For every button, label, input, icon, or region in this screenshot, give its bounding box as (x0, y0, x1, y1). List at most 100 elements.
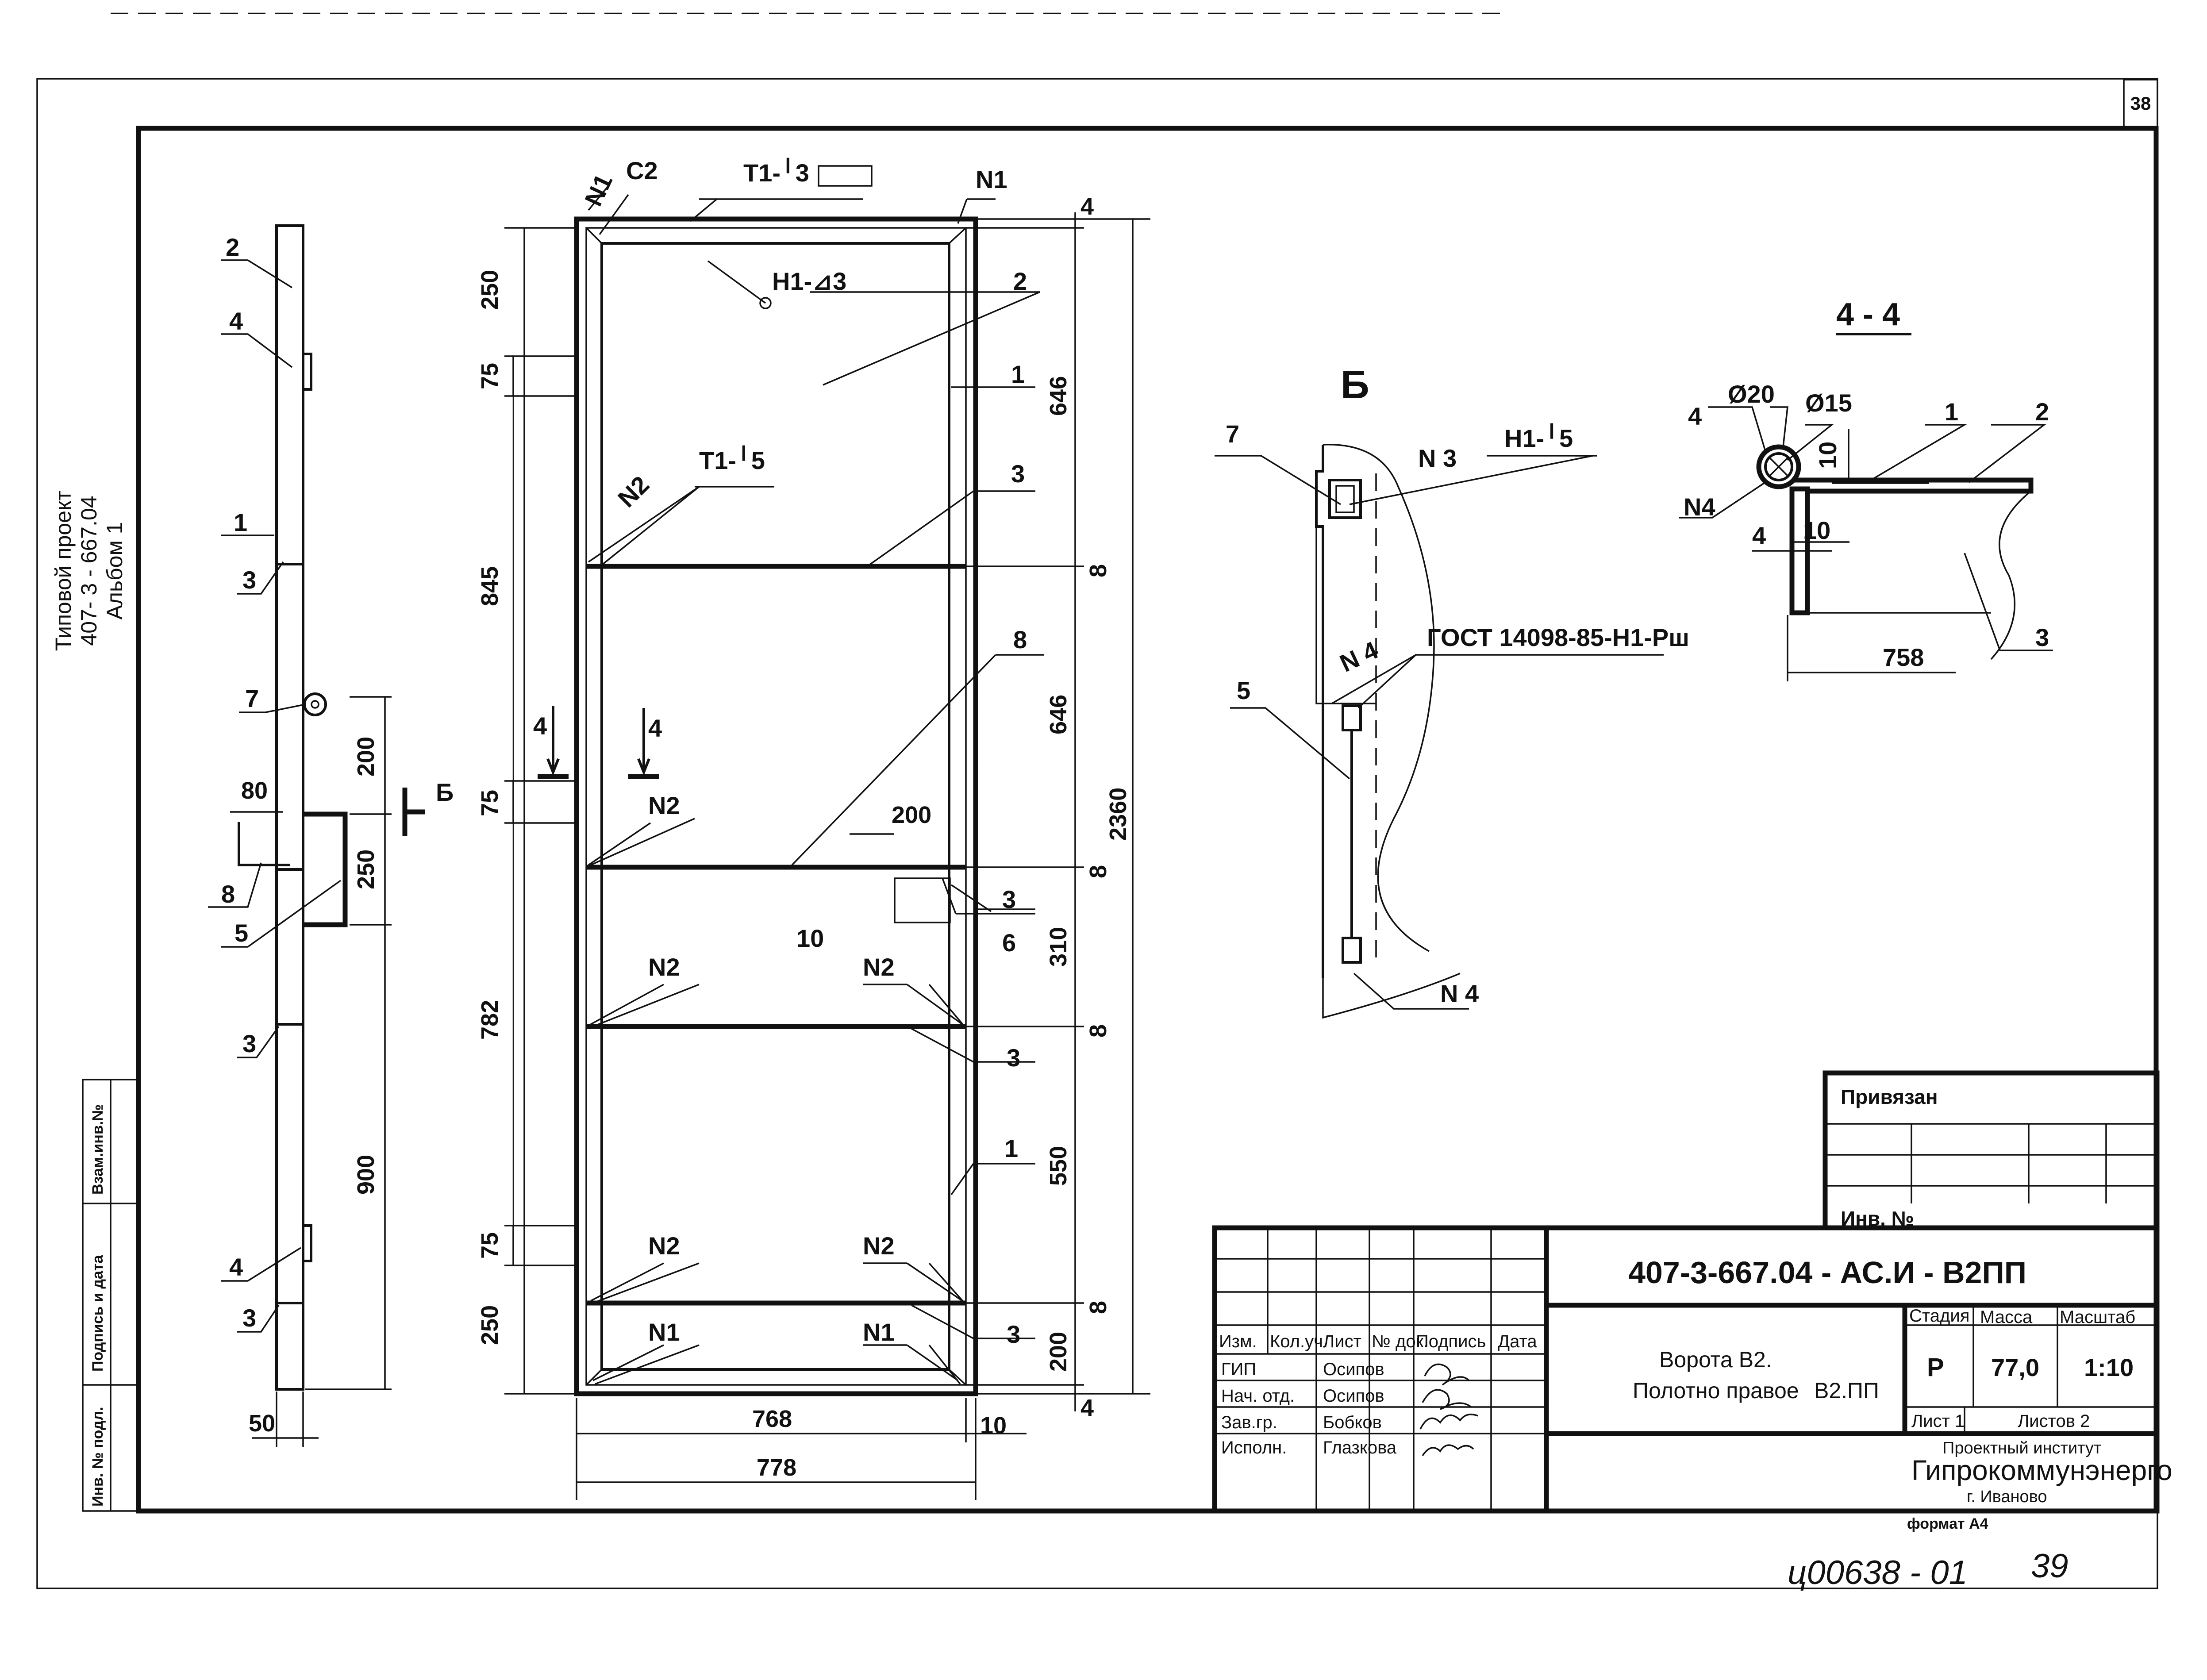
svg-text:8: 8 (1085, 1024, 1111, 1038)
svg-text:3: 3 (1007, 1044, 1020, 1072)
svg-text:50: 50 (249, 1410, 275, 1437)
svg-text:8: 8 (1085, 1301, 1111, 1314)
svg-text:646: 646 (1045, 376, 1072, 416)
svg-text:8: 8 (1085, 865, 1111, 878)
svg-text:4: 4 (229, 1253, 243, 1281)
svg-text:768: 768 (752, 1406, 792, 1432)
page-number: 38 (2130, 93, 2151, 114)
svg-text:H1-╵5: H1-╵5 (1504, 423, 1573, 452)
svg-text:1: 1 (1011, 360, 1025, 388)
svg-text:4: 4 (1080, 193, 1094, 220)
svg-text:1: 1 (234, 508, 247, 536)
format-label: формат А4 (1907, 1515, 1988, 1532)
svg-text:N1: N1 (863, 1318, 895, 1346)
svg-text:N2: N2 (648, 1232, 680, 1260)
svg-text:T1-╵5: T1-╵5 (699, 445, 765, 474)
svg-text:77,0: 77,0 (1991, 1353, 2039, 1381)
svg-text:2: 2 (1013, 267, 1027, 295)
svg-text:N2: N2 (863, 1232, 895, 1260)
svg-text:Бобков: Бобков (1323, 1413, 1382, 1432)
side-caption: Типовой проект 407- 3 - 667.04 Альбом 1 (51, 491, 127, 651)
svg-text:Масса: Масса (1980, 1307, 2033, 1327)
svg-text:ГИП: ГИП (1221, 1360, 1256, 1379)
svg-text:Масштаб: Масштаб (2060, 1307, 2135, 1327)
svg-text:8: 8 (1085, 564, 1111, 577)
svg-text:Взам.инв.№: Взам.инв.№ (89, 1104, 106, 1195)
svg-text:Проектный институт: Проектный институт (1942, 1439, 2101, 1457)
svg-text:N 3: N 3 (1418, 444, 1457, 472)
svg-text:N2: N2 (863, 953, 895, 981)
svg-text:Ø20: Ø20 (1728, 380, 1775, 408)
svg-text:900: 900 (353, 1155, 379, 1195)
designation: 407-3-667.04 - АС.И - В2ПП (1628, 1255, 2026, 1290)
left-stamp: Взам.инв.№ Подпись и дата Инв. № подл. (82, 1079, 139, 1512)
svg-text:778: 778 (757, 1454, 796, 1481)
svg-text:4: 4 (1080, 1395, 1094, 1421)
svg-text:250: 250 (353, 850, 379, 889)
svg-text:4: 4 (648, 714, 662, 742)
svg-text:550: 550 (1045, 1146, 1072, 1186)
svg-text:C2: C2 (626, 157, 658, 185)
svg-text:N2: N2 (648, 792, 680, 819)
section-4-4: 4 - 4 4 Ø20 Ø15 1 2 10 (1679, 297, 2053, 681)
svg-text:5: 5 (1237, 677, 1250, 704)
svg-text:Б: Б (1341, 363, 1369, 407)
svg-text:646: 646 (1045, 695, 1072, 734)
svg-text:200: 200 (1045, 1332, 1072, 1372)
signatures (1419, 1363, 1478, 1456)
svg-text:1: 1 (1004, 1134, 1018, 1162)
svg-text:Б: Б (436, 778, 454, 806)
svg-text:Дата: Дата (1498, 1332, 1537, 1351)
svg-text:845: 845 (477, 566, 503, 606)
svg-text:ГОСТ 14098-85-H1-Рш: ГОСТ 14098-85-H1-Рш (1427, 623, 1689, 651)
svg-text:310: 310 (1045, 927, 1072, 967)
svg-text:Р: Р (1927, 1353, 1944, 1382)
svg-text:N 4: N 4 (1335, 636, 1382, 677)
svg-text:3: 3 (1007, 1320, 1020, 1348)
svg-text:8: 8 (1013, 626, 1027, 654)
front-view: N1 C2 T1-╵3 N1 H1-⊿3 2 1 N2 T1-╵5 3 8 4 … (477, 157, 1150, 1500)
svg-text:75: 75 (477, 363, 503, 389)
svg-text:7: 7 (1226, 420, 1239, 448)
svg-text:Подпись: Подпись (1416, 1332, 1486, 1351)
svg-text:1: 1 (1945, 398, 1958, 426)
svg-text:200: 200 (353, 737, 379, 777)
svg-text:Нач. отд.: Нач. отд. (1221, 1386, 1295, 1406)
svg-text:407- 3 - 667.04: 407- 3 - 667.04 (77, 496, 101, 646)
svg-text:Ø15: Ø15 (1805, 389, 1852, 417)
svg-text:Альбом 1: Альбом 1 (102, 522, 127, 619)
svg-text:В2.ПП: В2.ПП (1814, 1378, 1879, 1403)
side-view: 2 4 1 3 7 8 5 3 4 3 80 200 250 900 50 Б (208, 224, 454, 1447)
svg-text:Гипрокоммунэнерго: Гипрокоммунэнерго (1911, 1454, 2172, 1486)
archive-page: 39 (2031, 1547, 2069, 1585)
svg-text:Ворота В2.: Ворота В2. (1659, 1347, 1772, 1372)
svg-text:250: 250 (477, 1305, 503, 1345)
svg-text:Глазкова: Глазкова (1323, 1438, 1397, 1457)
svg-text:2: 2 (226, 233, 239, 261)
svg-text:Подпись и дата: Подпись и дата (89, 1254, 106, 1372)
svg-text:10: 10 (796, 924, 824, 952)
svg-text:Осипов: Осипов (1323, 1360, 1384, 1379)
svg-text:N4: N4 (1684, 493, 1715, 521)
svg-text:Листов 2: Листов 2 (2018, 1411, 2090, 1431)
sheet-frame: 38 (36, 12, 2159, 1589)
svg-text:758: 758 (1883, 643, 1924, 671)
svg-text:г. Иваново: г. Иваново (1967, 1488, 2047, 1506)
svg-text:Зав.гр.: Зав.гр. (1221, 1413, 1277, 1432)
svg-text:H1-⊿3: H1-⊿3 (772, 267, 846, 295)
svg-text:4: 4 (1752, 522, 1766, 550)
svg-text:4: 4 (1688, 402, 1702, 430)
svg-text:Исполн.: Исполн. (1221, 1438, 1287, 1457)
svg-text:6: 6 (1002, 929, 1016, 957)
svg-text:10: 10 (1803, 516, 1830, 544)
svg-text:10: 10 (1814, 442, 1842, 469)
svg-text:N1: N1 (976, 165, 1007, 193)
svg-text:8: 8 (221, 880, 235, 908)
svg-text:3: 3 (1002, 885, 1016, 913)
svg-text:N1: N1 (579, 170, 618, 211)
svg-text:Осипов: Осипов (1323, 1386, 1384, 1406)
svg-text:Типовой проект: Типовой проект (51, 491, 76, 651)
svg-text:5: 5 (235, 919, 248, 947)
detail-b: Б 7 N 3 H1-╵5 N 4 ГОСТ 14098-85-H1-Рш 5 … (1215, 363, 1689, 1019)
